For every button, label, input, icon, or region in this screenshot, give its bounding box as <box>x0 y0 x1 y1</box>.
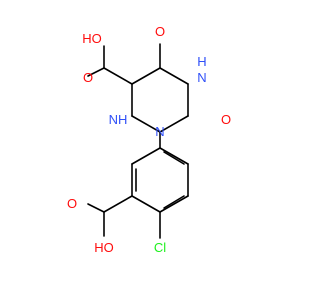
bond <box>163 195 185 209</box>
atom-label-acid2-oh: HO <box>94 240 114 255</box>
bond <box>87 203 105 213</box>
bond <box>159 147 189 165</box>
atom-label-layer: HO O O H N O NH N O HO Cl <box>67 24 231 255</box>
bond <box>131 115 161 133</box>
atom-label-nh-right-n: N <box>197 70 206 85</box>
bond <box>159 195 189 213</box>
bond <box>103 195 133 213</box>
chemical-structure: HO O O H N O NH N O HO Cl <box>67 24 231 255</box>
bond <box>103 67 133 85</box>
atom-label-nh-right-h: H <box>197 54 206 69</box>
atom-label-acid2-o: O <box>67 196 77 211</box>
atom-label-keto-o-upper: O <box>155 24 165 39</box>
atom-label-keto-o-right: O <box>221 112 231 127</box>
bond <box>131 67 161 85</box>
bond <box>131 147 161 165</box>
atom-label-acid1-o: O <box>83 70 93 85</box>
atom-label-chlorine: Cl <box>154 240 166 255</box>
bond <box>131 195 161 213</box>
atom-label-n-ring: N <box>155 124 164 139</box>
bond-layer <box>87 43 189 239</box>
bond <box>159 115 189 133</box>
atom-label-nh-left: NH <box>109 112 128 127</box>
bond <box>163 151 185 165</box>
bond <box>159 67 189 85</box>
bond <box>87 67 105 77</box>
atom-label-acid1-oh: HO <box>82 31 102 46</box>
